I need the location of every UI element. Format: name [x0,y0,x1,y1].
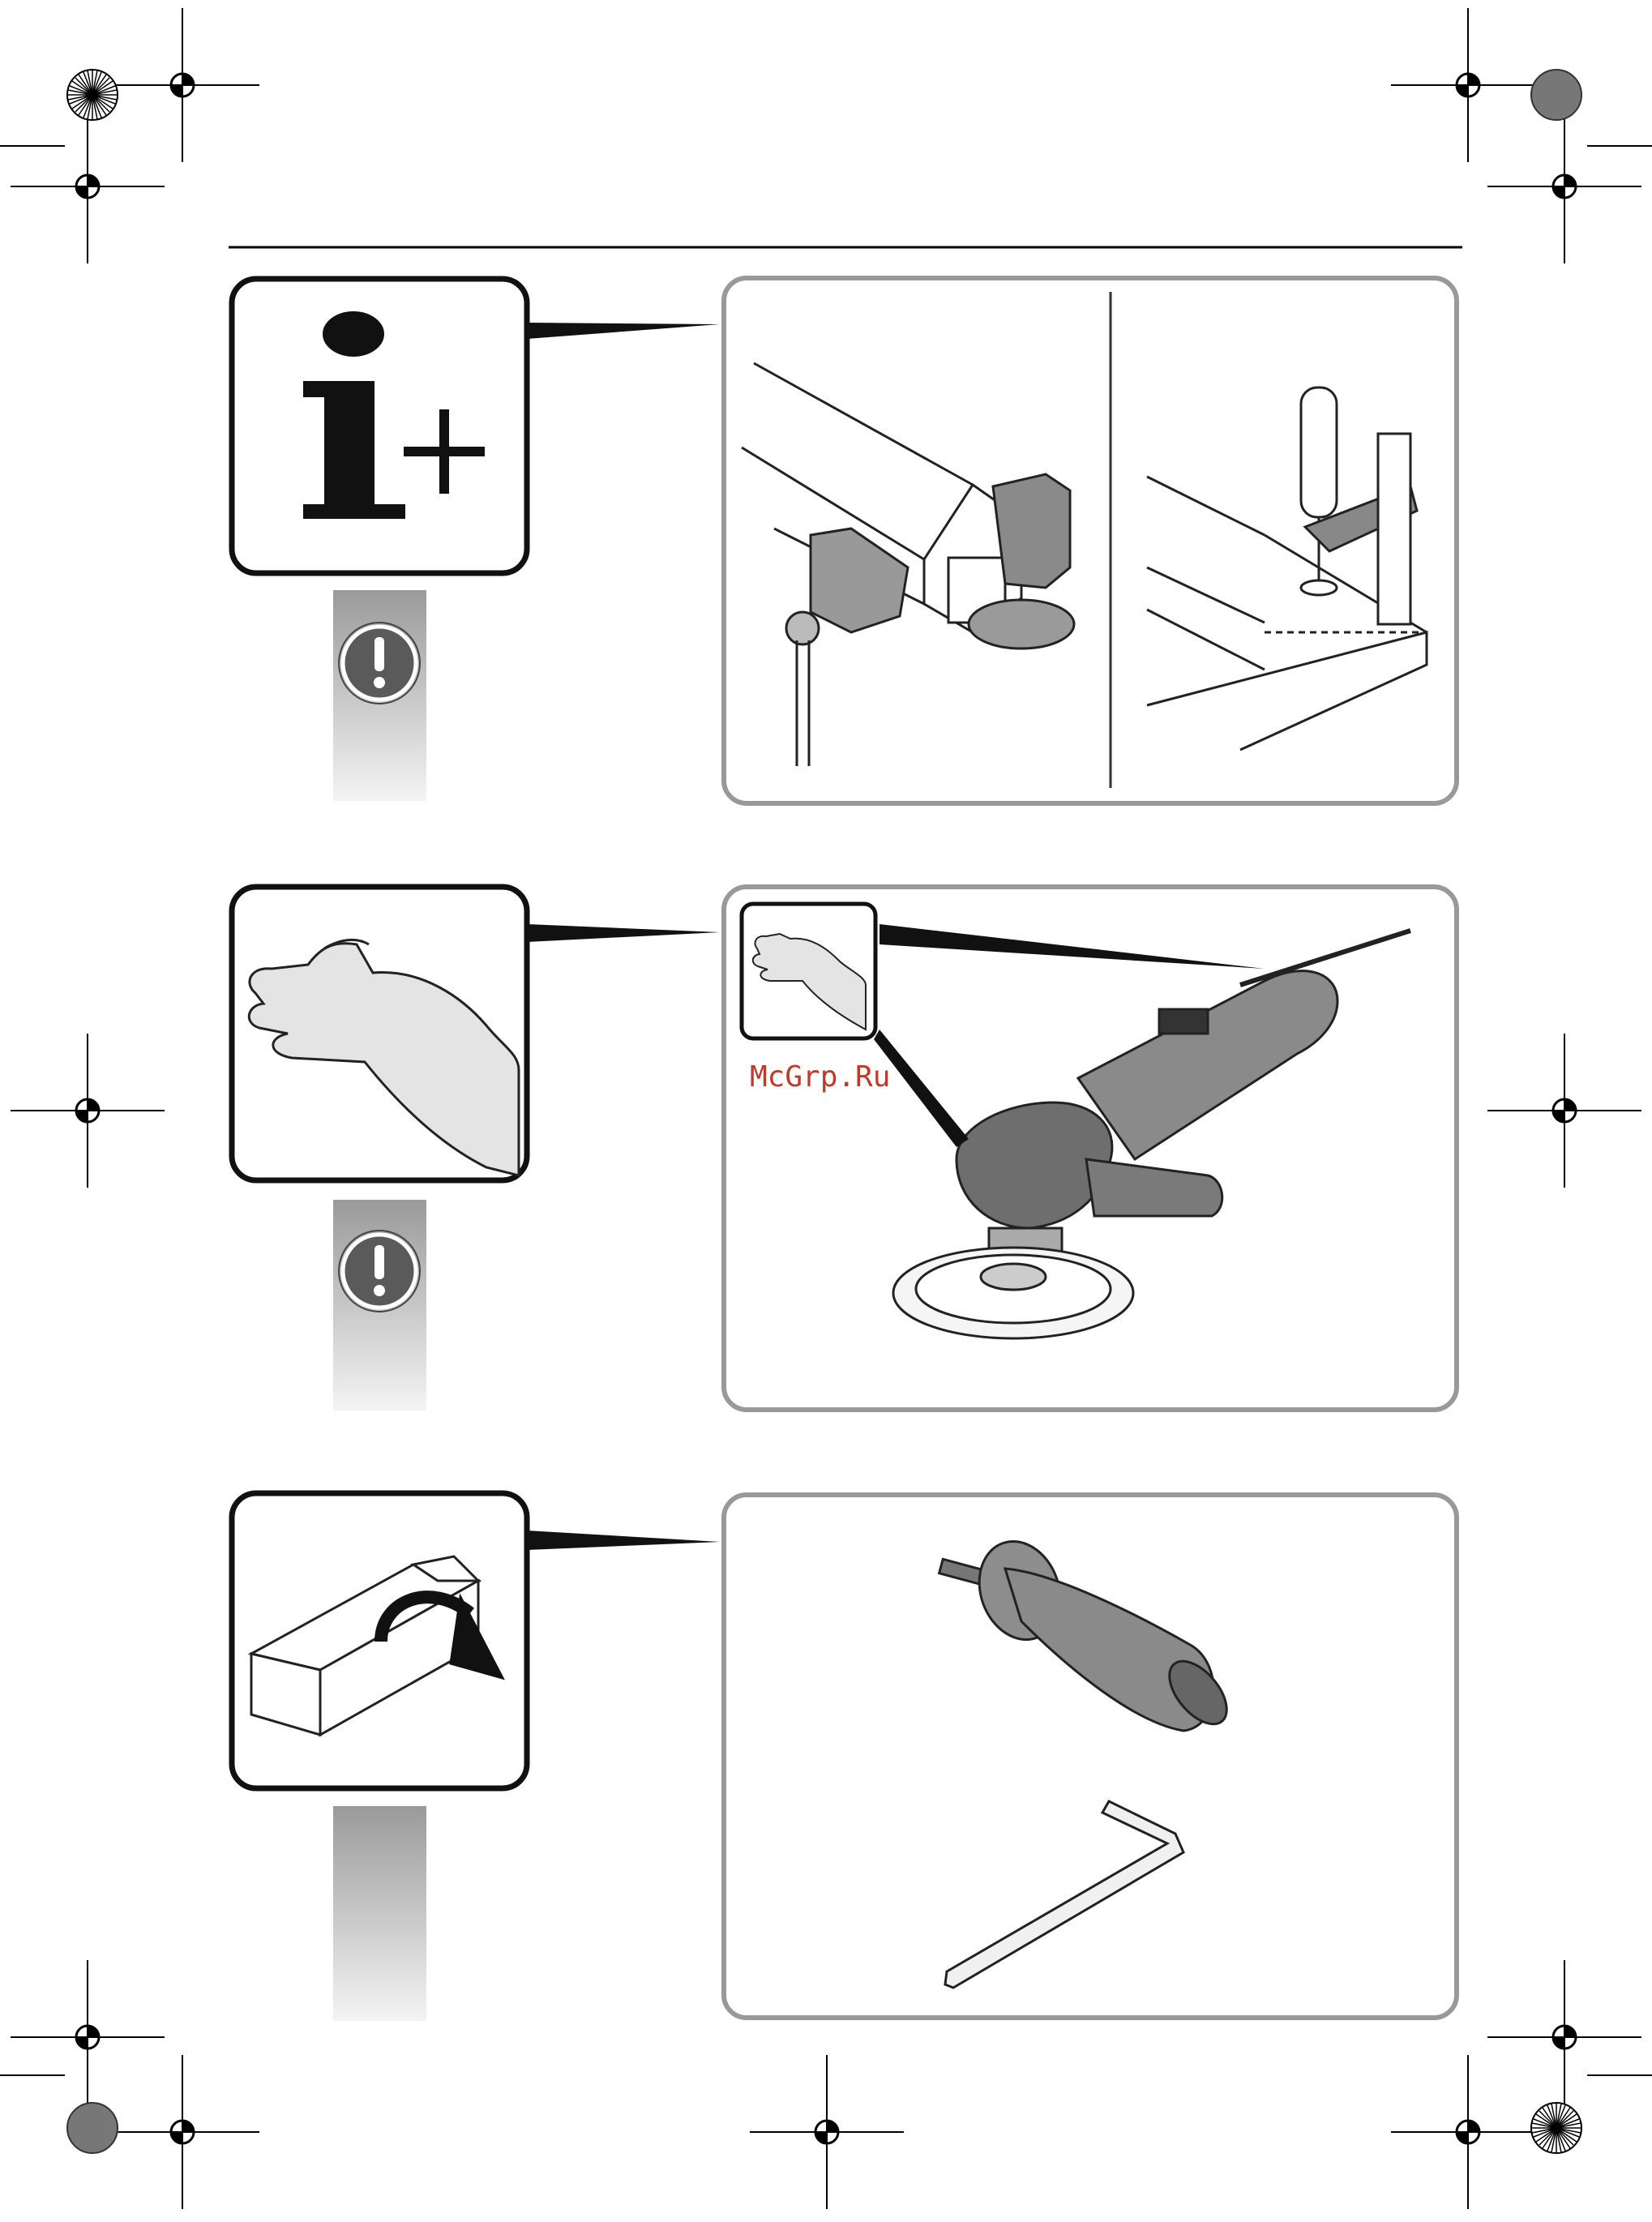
section-2 [232,887,1457,1411]
callout-pointer [527,1531,720,1550]
watermark-text: McGrp.Ru [750,1053,928,1102]
section-3 [232,1493,1457,2021]
callout-pointer [527,323,720,339]
callout-pointer [527,924,720,942]
exclamation-warning-icon [339,1231,420,1312]
section-1 [232,278,1457,803]
exclamation-warning-icon [339,623,420,704]
gray-strip [333,1806,426,2021]
illustration-frame [724,1495,1457,2018]
